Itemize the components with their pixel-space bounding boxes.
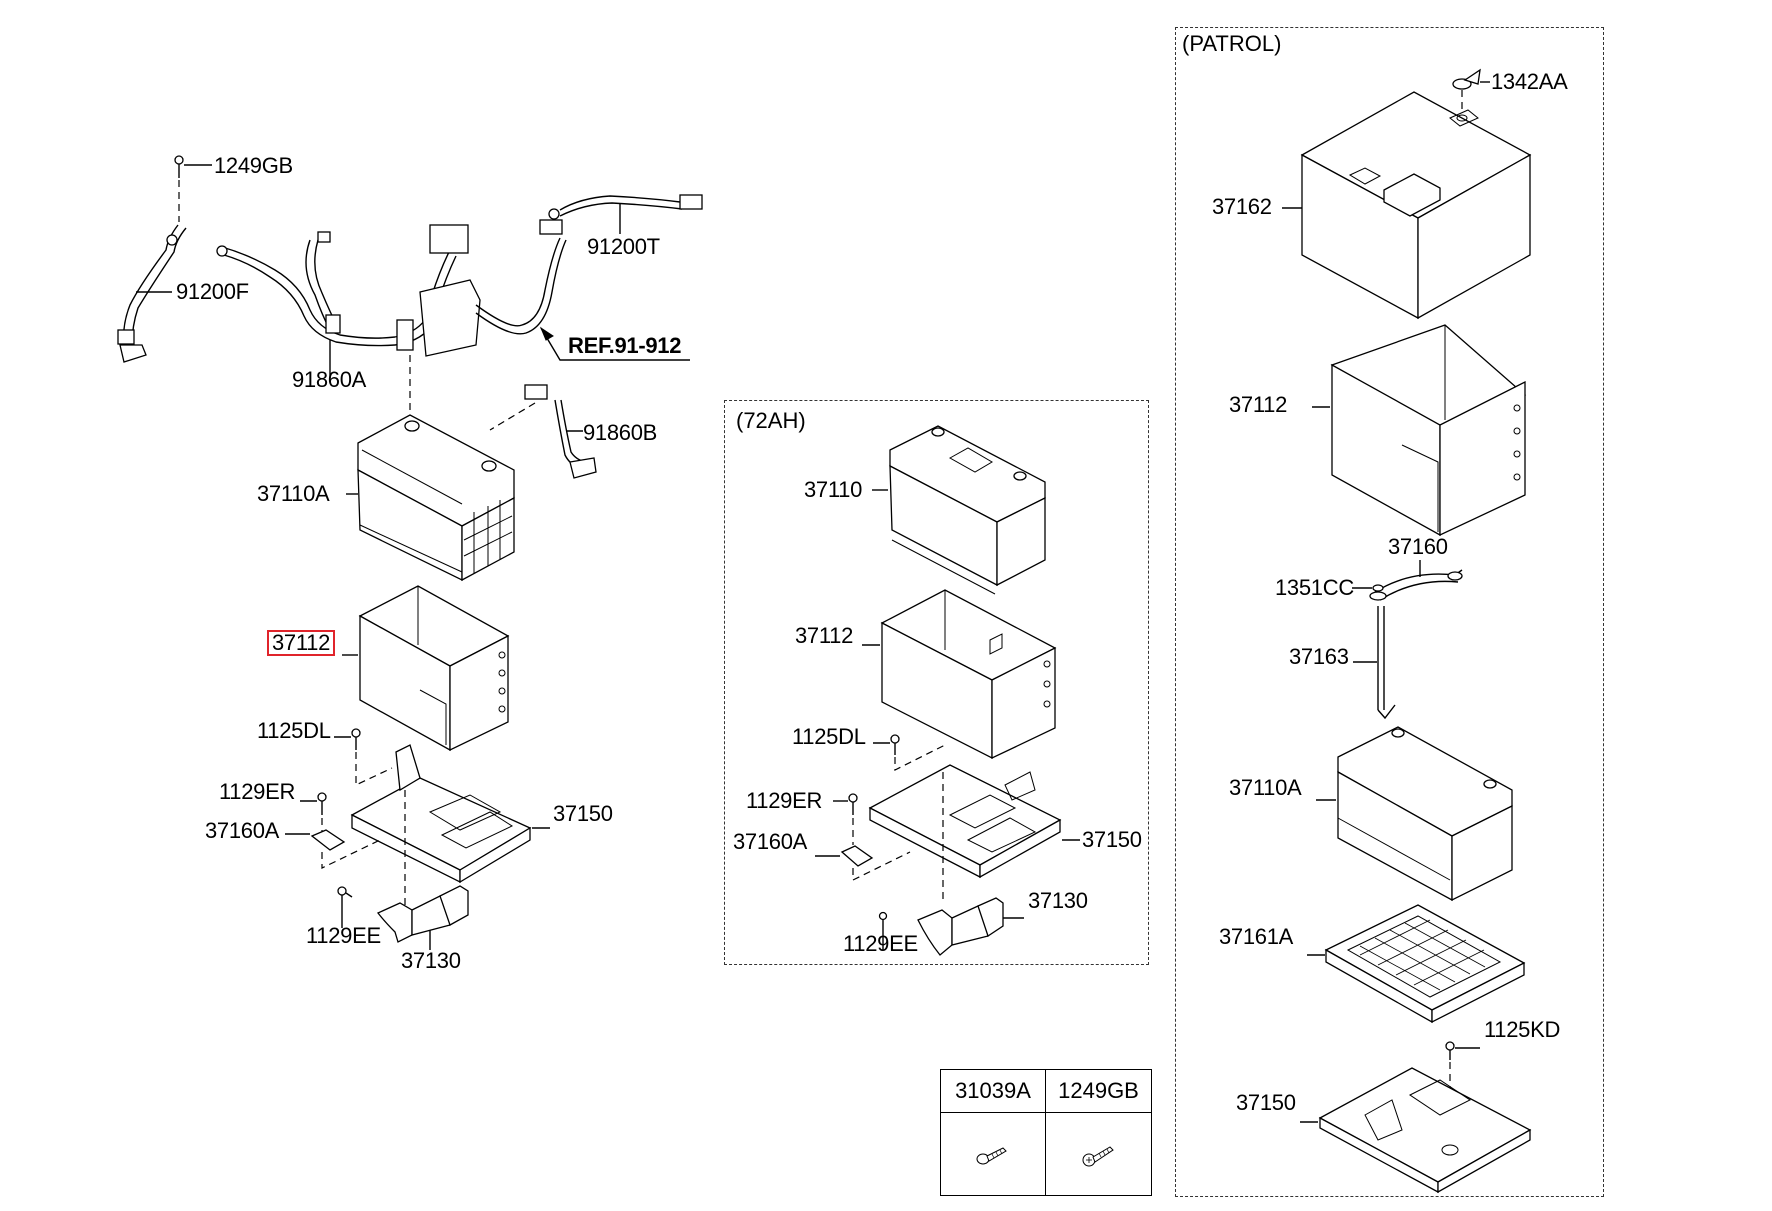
label-1125dl-72ah[interactable]: 1125DL (792, 724, 866, 749)
label-37150-72ah[interactable]: 37150 (1082, 827, 1142, 852)
bolt-1129er-72ah-icon (833, 793, 858, 845)
bolt-1129er-icon (300, 792, 327, 842)
fastener-header-1249gb[interactable]: 1249GB (1046, 1070, 1151, 1113)
label-37160a[interactable]: 37160A (205, 818, 280, 843)
tray-37150-patrol-drawing (1300, 1067, 1532, 1194)
group-patrol-title: (PATROL) (1182, 31, 1282, 56)
bracket-37130-72ah-drawing (878, 897, 1024, 956)
label-37160-patrol[interactable]: 37160 (1388, 534, 1448, 559)
label-37112-highlighted[interactable]: 37112 (267, 630, 336, 656)
label-37112-patrol[interactable]: 37112 (1229, 392, 1288, 417)
label-1129er[interactable]: 1129ER (219, 779, 296, 804)
group-72ah-title: (72AH) (736, 408, 806, 433)
cable-91200f-drawing (117, 224, 187, 363)
rod-37163-drawing (1353, 606, 1396, 720)
group-patrol-box (1175, 27, 1604, 1197)
bolt-1125dl-icon (334, 728, 393, 786)
group-72ah-box (724, 400, 1149, 965)
label-37110-72ah[interactable]: 37110 (804, 477, 863, 502)
label-1129ee-72ah[interactable]: 1129EE (843, 931, 918, 956)
insulation-37112-72ah-drawing (862, 589, 1057, 760)
battery-37110a-drawing (346, 414, 515, 582)
fastener-cell-31039a (941, 1113, 1046, 1195)
tray-37150-72ah-drawing (868, 764, 1080, 900)
main-group-drawing (117, 155, 703, 950)
harness-91860a-drawing (216, 208, 567, 410)
group-72ah-drawing (815, 425, 1080, 956)
harness-91860b-drawing (489, 384, 597, 479)
battery-37110-drawing (872, 425, 1046, 595)
label-1129ee[interactable]: 1129EE (306, 923, 381, 948)
label-37163[interactable]: 37163 (1289, 644, 1349, 669)
nut-1351cc-icon (1352, 584, 1384, 592)
clamp-37160a-drawing (285, 829, 381, 869)
fastener-header-31039a[interactable]: 31039A (941, 1070, 1046, 1113)
fastener-table: 31039A 1249GB (940, 1069, 1152, 1196)
ref-arrow-drawing (539, 326, 690, 361)
label-37160a-72ah[interactable]: 37160A (733, 829, 808, 854)
bolt-icon (1082, 1146, 1114, 1167)
insulation-37112-patrol-drawing (1312, 324, 1527, 537)
label-91860b[interactable]: 91860B (583, 420, 658, 445)
label-37161a[interactable]: 37161A (1219, 924, 1294, 949)
battery-37110a-patrol-drawing (1316, 726, 1513, 902)
label-37150-patrol[interactable]: 37150 (1236, 1090, 1296, 1115)
bolt-1125dl-72ah-icon (873, 734, 946, 771)
label-1342aa[interactable]: 1342AA (1491, 69, 1568, 94)
label-1249gb[interactable]: 1249GB (214, 153, 293, 178)
bolt-1249gb-icon (174, 155, 212, 222)
group-patrol-drawing (1282, 68, 1532, 1194)
tray-37150-drawing (350, 744, 550, 920)
fastener-cell-1249gb (1046, 1113, 1151, 1195)
label-37150[interactable]: 37150 (553, 801, 613, 826)
screw-icon (976, 1147, 1007, 1165)
label-1125dl[interactable]: 1125DL (257, 718, 331, 743)
clamp-37160-drawing (1369, 560, 1463, 601)
cover-37162-drawing (1282, 91, 1532, 320)
wing-nut-1342aa-icon (1452, 68, 1490, 112)
label-91200f[interactable]: 91200F (176, 279, 249, 304)
label-1125kd[interactable]: 1125KD (1484, 1017, 1561, 1042)
bracket-37130-drawing (337, 885, 469, 950)
ref-label[interactable]: REF.91-912 (568, 333, 682, 358)
label-37130-72ah[interactable]: 37130 (1028, 888, 1088, 913)
pad-37161a-drawing (1307, 904, 1526, 1024)
label-37162[interactable]: 37162 (1212, 194, 1272, 219)
label-37110a[interactable]: 37110A (257, 481, 330, 506)
label-1351cc[interactable]: 1351CC (1275, 575, 1354, 600)
label-37112-72ah[interactable]: 37112 (795, 623, 854, 648)
cable-91200t-drawing (559, 194, 703, 234)
label-91860a[interactable]: 91860A (292, 367, 367, 392)
label-37110a-patrol[interactable]: 37110A (1229, 775, 1302, 800)
insulation-37112-drawing (342, 585, 510, 752)
label-37130[interactable]: 37130 (401, 948, 461, 973)
label-1129er-72ah[interactable]: 1129ER (746, 788, 823, 813)
clamp-37160a-72ah-drawing (815, 845, 911, 881)
label-91200t[interactable]: 91200T (587, 234, 660, 259)
